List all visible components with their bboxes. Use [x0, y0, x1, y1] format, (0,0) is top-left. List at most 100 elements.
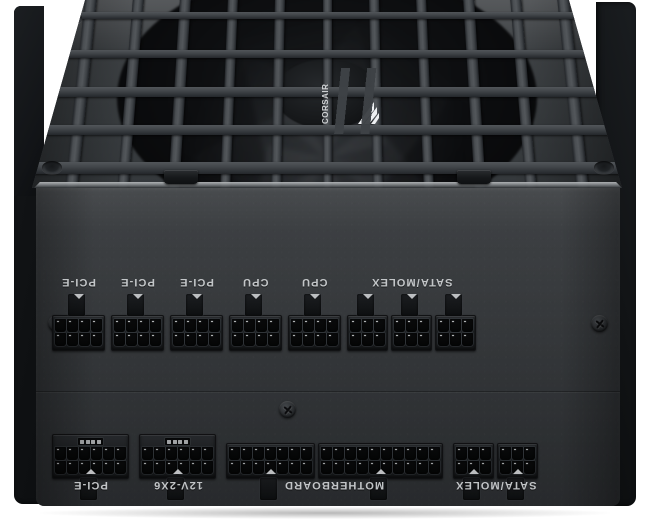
- sense-pin: [178, 439, 183, 444]
- connector-slot: [288, 294, 341, 351]
- connector-pin: [202, 461, 213, 474]
- pin-grid: [500, 447, 535, 474]
- connector-pin: [289, 461, 300, 474]
- connector-pin: [429, 461, 440, 474]
- power-connector[interactable]: [170, 315, 223, 351]
- connector-pin: [301, 461, 312, 474]
- connector-pin: [55, 447, 66, 460]
- cable-retention-tab: [245, 294, 262, 316]
- connector-pin: [291, 319, 302, 332]
- connector-slot: [347, 294, 388, 351]
- power-connector[interactable]: [318, 443, 443, 479]
- connector-slot: [435, 294, 476, 351]
- connector-pin: [333, 461, 344, 474]
- pin-grid: [456, 447, 491, 474]
- connector-slot: [170, 294, 223, 351]
- connector-pin: [327, 333, 338, 346]
- connector-pin: [405, 461, 416, 474]
- grille-bar-horizontal: [32, 162, 622, 174]
- connector-pin: [417, 447, 428, 460]
- connector-pin: [256, 319, 267, 332]
- chevron-up-icon: [265, 469, 276, 474]
- power-connector[interactable]: [391, 315, 432, 351]
- pin-grid: [55, 447, 126, 474]
- power-connector[interactable]: [347, 315, 388, 351]
- connector-pin: [142, 447, 153, 460]
- connector-slot: [391, 294, 432, 351]
- cable-retention-tab: [127, 294, 144, 316]
- connector-pin: [289, 447, 300, 460]
- connector-pin: [369, 447, 380, 460]
- connector-pin: [265, 461, 276, 474]
- power-connector[interactable]: [52, 434, 129, 479]
- pin-grid: [229, 447, 312, 474]
- connector-row-lower: [52, 434, 538, 500]
- connector-pin: [138, 319, 149, 332]
- power-connector[interactable]: [435, 315, 476, 351]
- connector-pin: [173, 319, 184, 332]
- power-connector[interactable]: [288, 315, 341, 351]
- connector-pin: [357, 461, 368, 474]
- connector-pin: [241, 447, 252, 460]
- connector-group-pci-e: [170, 294, 223, 351]
- top-screw-recess: [594, 161, 614, 174]
- connector-pin: [173, 333, 184, 346]
- connector-pin: [374, 333, 385, 346]
- pin-grid: [232, 319, 279, 346]
- connector-label-sata-molex: SATA/MOLEX: [370, 276, 453, 288]
- connector-pin: [114, 319, 125, 332]
- connector-group-pci-e: [52, 294, 105, 351]
- connector-group-pci-e: [52, 434, 129, 500]
- connector-pin: [438, 333, 449, 346]
- connector-pin: [345, 461, 356, 474]
- connector-pin: [190, 461, 201, 474]
- cable-retention-tab: [445, 294, 462, 316]
- connector-group-sata-molex: [347, 294, 476, 351]
- connector-pin: [253, 447, 264, 460]
- connector-label-sata-molex: SATA/MOLEX: [454, 479, 537, 491]
- sense-pin: [91, 439, 96, 444]
- connector-pin: [256, 333, 267, 346]
- connector-pin: [268, 319, 279, 332]
- connector-group-motherboard: [226, 443, 443, 500]
- pin-grid: [350, 319, 385, 346]
- grille-bar-horizontal: [32, 124, 622, 136]
- connector-label-cpu: CPU: [301, 276, 328, 288]
- cable-retention-tab: [401, 294, 418, 316]
- connector-pin: [524, 447, 535, 460]
- sense-pin: [172, 439, 177, 444]
- fan-grille-panel: CORSAIR: [32, 0, 622, 188]
- power-connector[interactable]: [229, 315, 282, 351]
- connector-pin: [209, 319, 220, 332]
- connector-pin: [185, 333, 196, 346]
- connector-pin: [166, 461, 177, 474]
- connector-pin: [362, 319, 373, 332]
- connector-pin: [315, 319, 326, 332]
- connector-pin: [450, 319, 461, 332]
- power-connector[interactable]: [52, 315, 105, 351]
- connector-slot: [318, 443, 443, 500]
- chevron-down-icon: [250, 294, 261, 299]
- connector-pin: [55, 461, 66, 474]
- connector-pin: [229, 447, 240, 460]
- face-vignette: [36, 188, 620, 506]
- connector-pin: [126, 319, 137, 332]
- connector-pin: [418, 319, 429, 332]
- connector-pin: [301, 447, 312, 460]
- chevron-down-icon: [309, 294, 320, 299]
- connector-pin: [362, 333, 373, 346]
- chevron-up-icon: [512, 469, 523, 474]
- connector-pin: [197, 319, 208, 332]
- connector-pin: [393, 447, 404, 460]
- connector-pin: [405, 447, 416, 460]
- cable-retention-tab: [463, 478, 480, 500]
- connector-label-pci-e: PCI-E: [120, 276, 155, 288]
- connector-pin: [67, 333, 78, 346]
- cable-retention-tab: [357, 294, 374, 316]
- sense-pin: [183, 439, 188, 444]
- sense-pin-strip: [165, 438, 190, 445]
- sense-pin: [96, 439, 101, 444]
- connector-group-pci-e: [111, 294, 164, 351]
- connector-pin: [321, 461, 332, 474]
- connector-pin: [500, 461, 511, 474]
